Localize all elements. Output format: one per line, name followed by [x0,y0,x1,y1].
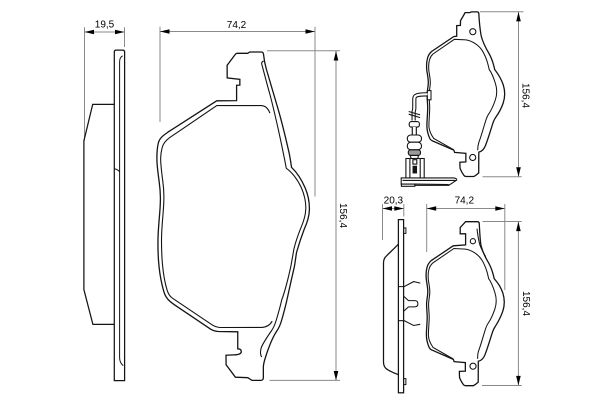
svg-text:156,4: 156,4 [337,203,348,228]
svg-text:19,5: 19,5 [95,19,115,30]
svg-text:20,3: 20,3 [384,195,404,206]
svg-text:74,2: 74,2 [227,20,247,31]
svg-text:156,4: 156,4 [520,83,531,108]
svg-text:156,4: 156,4 [520,291,531,316]
svg-text:74,2: 74,2 [455,195,475,206]
